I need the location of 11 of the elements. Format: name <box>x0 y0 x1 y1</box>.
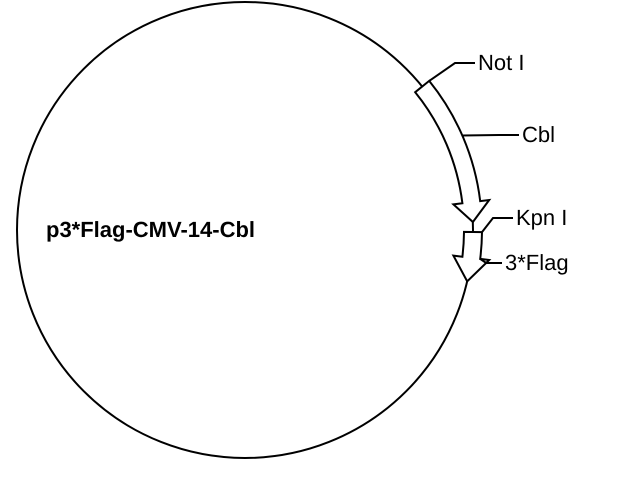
arrow-segment <box>414 80 490 223</box>
arrow-segment <box>452 230 490 282</box>
site-label: Not I <box>478 50 524 76</box>
site-label: 3*Flag <box>505 250 569 276</box>
site-label: Cbl <box>522 122 556 148</box>
leader-line <box>428 62 475 82</box>
leader-line <box>481 217 513 233</box>
site-label: Kpn I <box>516 205 568 231</box>
leader-line <box>462 134 519 136</box>
plasmid-name: p3*Flag-CMV-14-Cbl <box>46 217 256 243</box>
leader-line <box>480 258 502 264</box>
